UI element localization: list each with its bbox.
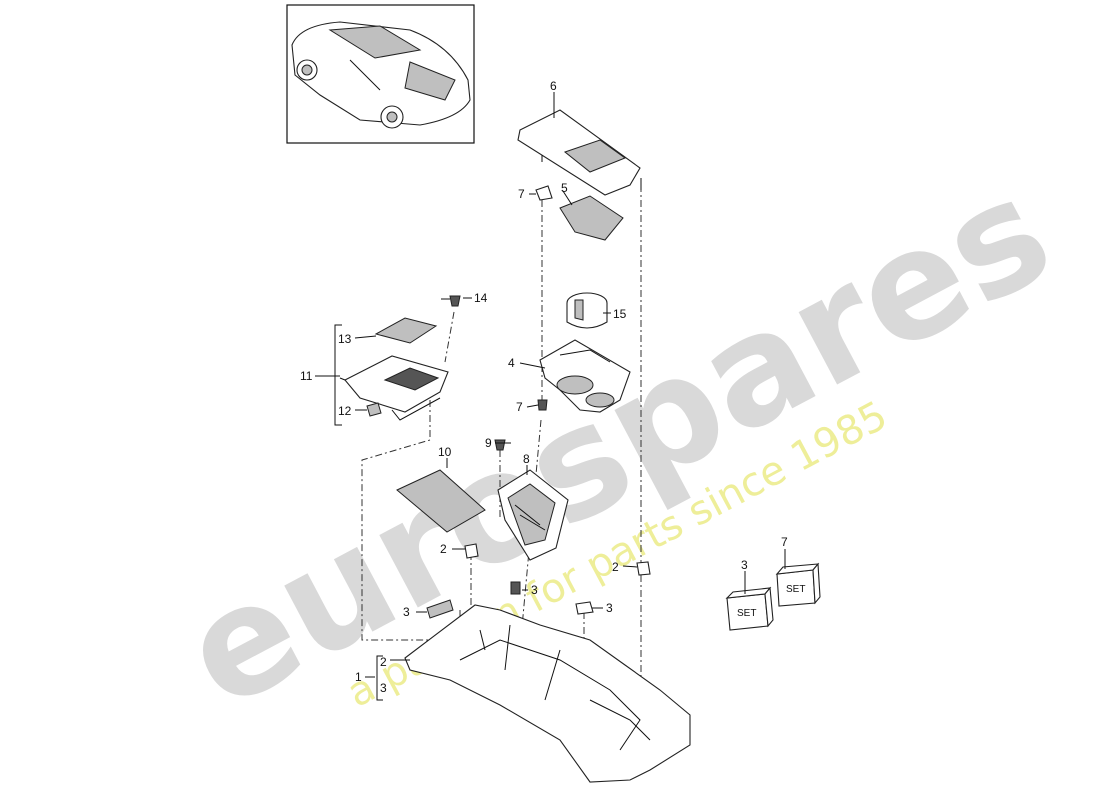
- part-7-clip-top: [535, 185, 553, 201]
- callout-7-set: 7: [781, 535, 788, 549]
- set-box-7-label: SET: [786, 584, 805, 595]
- callout-3-screw: 3: [403, 605, 410, 619]
- part-3-clip-mid: [510, 581, 521, 595]
- callout-1: 1: [355, 670, 362, 684]
- callout-13: 13: [338, 332, 352, 346]
- part-10-mat: [396, 469, 486, 533]
- part-2-clip-right: [636, 561, 651, 576]
- callout-labels: 6 7 5 15 4 7 14 13 11 12 9 10 8 2 2 3 3 …: [300, 79, 788, 695]
- callout-14: 14: [474, 291, 488, 305]
- callout-3-clip: 3: [531, 583, 538, 597]
- part-13-rubber-mat: [374, 317, 438, 344]
- callout-7-top: 7: [518, 187, 525, 201]
- part-2-clip-left: [464, 543, 479, 559]
- part-12-plug: [366, 402, 382, 417]
- callout-8: 8: [523, 452, 530, 466]
- callout-6: 6: [550, 79, 557, 93]
- part-1-center-console: [404, 604, 691, 783]
- part-11-storage-tray: [344, 355, 449, 421]
- callout-1-sub-3: 3: [380, 681, 387, 695]
- part-9-screw: [494, 439, 506, 451]
- callout-15: 15: [613, 307, 627, 321]
- part-7-screw: [537, 399, 548, 411]
- callout-11: 11: [300, 369, 313, 383]
- watermark-brand: eurospares: [158, 144, 1077, 743]
- set-box-7: SET: [775, 562, 821, 607]
- callout-3-set: 3: [741, 558, 748, 572]
- part-14-screw: [449, 295, 461, 307]
- part-5-insert-mat: [559, 195, 624, 241]
- callout-4: 4: [508, 356, 515, 370]
- vehicle-thumbnail: [286, 4, 475, 144]
- part-15-cup-insert: [566, 292, 608, 329]
- callout-1-sub-2: 2: [380, 655, 387, 669]
- part-3-bolt: [426, 599, 454, 619]
- callout-5: 5: [561, 181, 568, 195]
- callout-7-mid: 7: [516, 400, 523, 414]
- callout-9: 9: [485, 436, 492, 450]
- set-box-3-label: SET: [737, 608, 756, 619]
- set-box-3: SET: [725, 586, 774, 631]
- callout-10: 10: [438, 445, 452, 459]
- leader-lines: [315, 92, 786, 701]
- part-8-control-panel: [497, 469, 569, 561]
- callout-2-left: 2: [440, 542, 447, 556]
- callout-12: 12: [338, 404, 352, 418]
- callout-2-right: 2: [612, 560, 619, 574]
- callout-3-clip-2: 3: [606, 601, 613, 615]
- part-4-cupholder-tray: [539, 339, 631, 413]
- part-3-clip-right: [575, 601, 594, 615]
- part-6-cover-panel: [517, 109, 642, 196]
